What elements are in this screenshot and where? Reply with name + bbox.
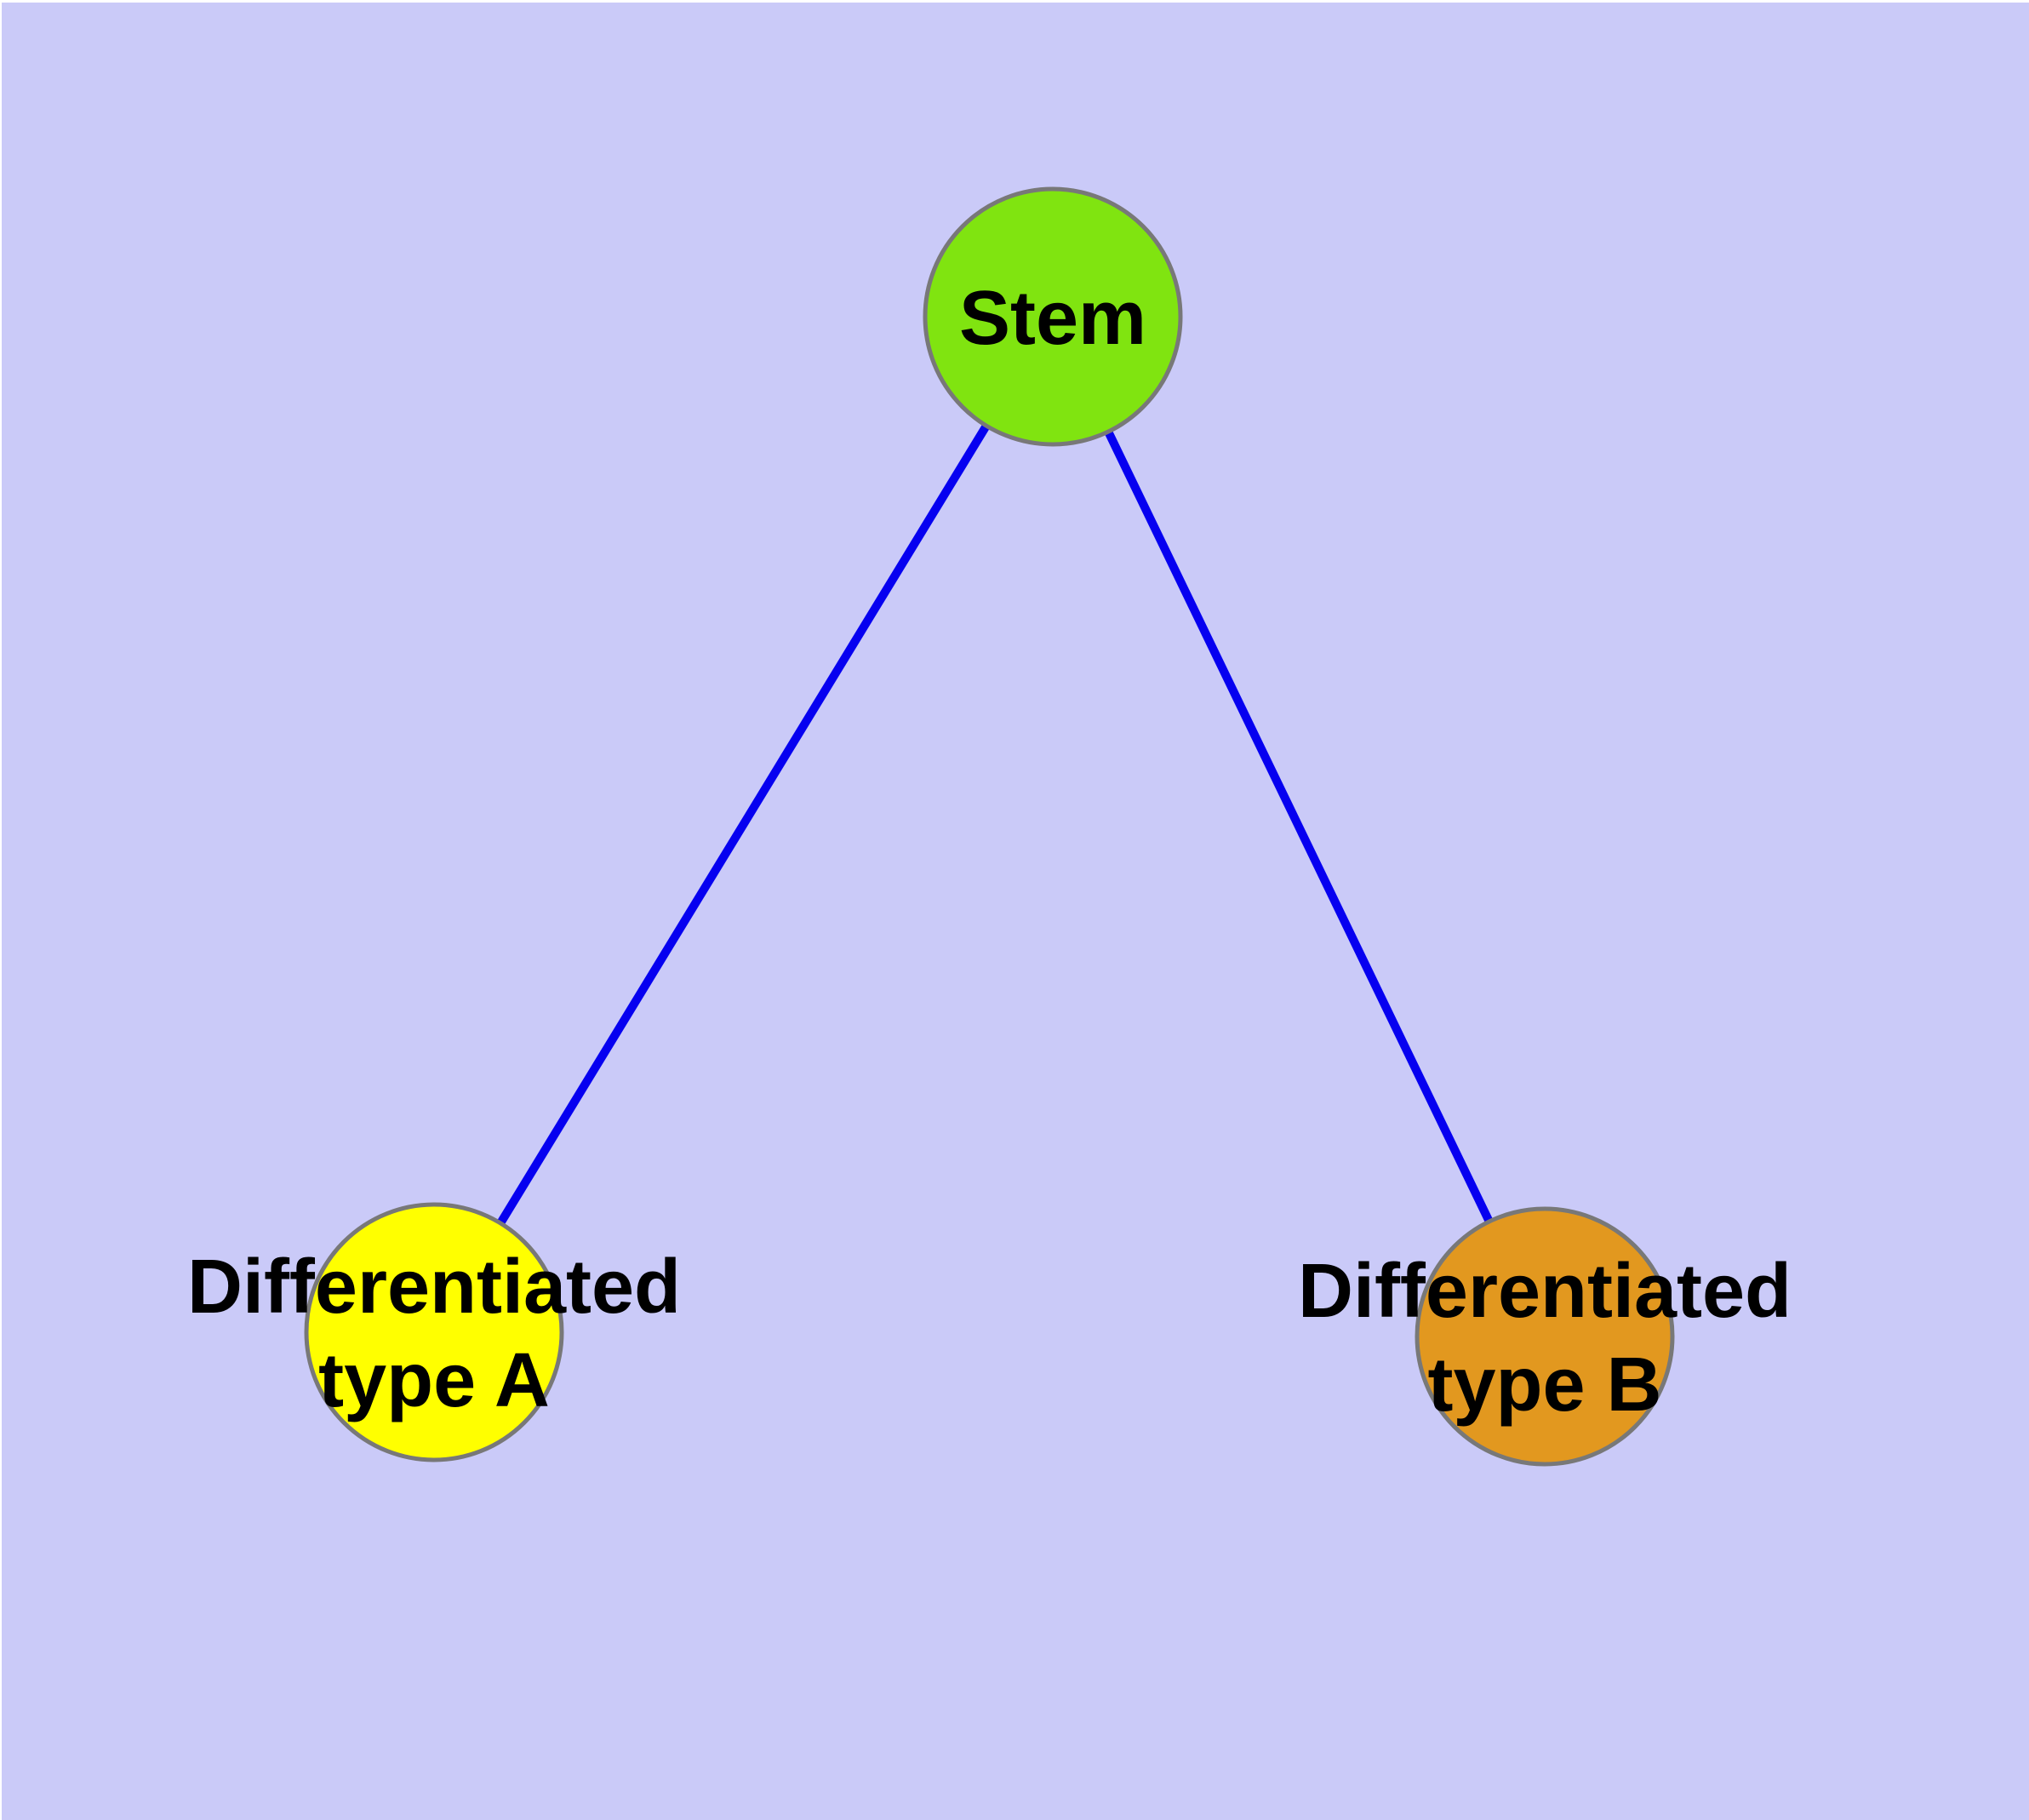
node-stem-label: Stem — [959, 276, 1146, 361]
node-type-b-label-line1: Differentiated — [1298, 1249, 1792, 1334]
node-type-b-label-line2: type B — [1427, 1342, 1661, 1428]
label-group: Stem Differentiated type A Differentiate… — [187, 276, 1792, 1428]
node-type-a-label-line1: Differentiated — [187, 1245, 681, 1330]
figure-stage: Stem Differentiated type A Differentiate… — [2, 3, 2029, 1820]
edge-stem-to-type-a — [430, 314, 1057, 1335]
node-group — [304, 186, 1675, 1467]
node-differentiated-type-b — [1415, 1206, 1675, 1467]
node-differentiated-type-a — [304, 1202, 564, 1462]
graph-canvas: Stem Differentiated type A Differentiate… — [2, 3, 2029, 1820]
node-type-a-label-line2: type A — [318, 1338, 550, 1423]
edge-group — [430, 314, 1549, 1339]
node-stem — [923, 186, 1183, 447]
edge-stem-to-type-b — [1049, 314, 1549, 1339]
